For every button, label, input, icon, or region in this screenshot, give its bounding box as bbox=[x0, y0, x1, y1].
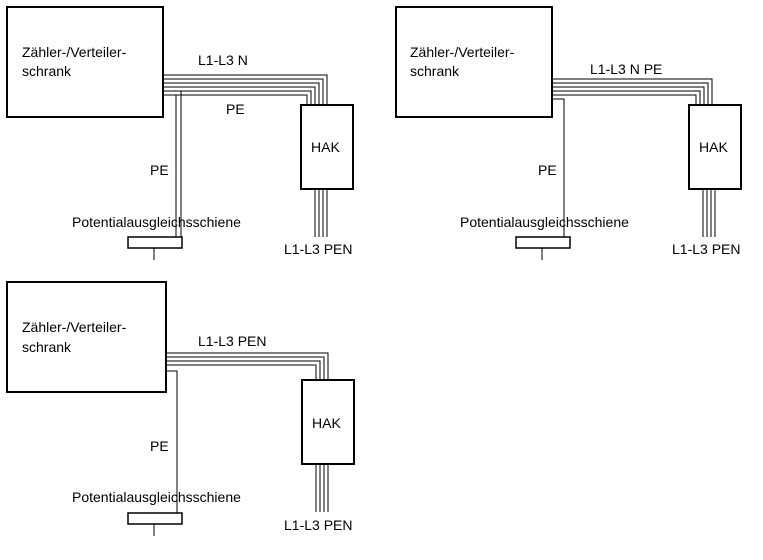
diagram-pen-feed: Zähler-/Verteiler- schrank L1-L3 PEN PE … bbox=[6, 281, 355, 536]
meter-cabinet bbox=[6, 6, 164, 118]
equipotential-busbar bbox=[515, 236, 571, 249]
supply-conductors bbox=[702, 189, 716, 237]
pe-conductor-to-busbar bbox=[552, 98, 565, 237]
busbar-label: Potentialausgleichsschiene bbox=[72, 489, 241, 505]
cabinet-label-line2: schrank bbox=[22, 339, 72, 355]
feed-label: L1-L3 PEN bbox=[198, 333, 266, 349]
diagram-five-wire-feed: Zähler-/Verteiler- schrank L1-L3 N PE PE… bbox=[395, 6, 742, 260]
meter-cabinet bbox=[395, 6, 553, 118]
busbar-label: Potentialausgleichsschiene bbox=[460, 214, 629, 230]
hak-box bbox=[688, 104, 742, 190]
feed-conductors bbox=[552, 78, 713, 105]
equipotential-busbar bbox=[127, 236, 183, 249]
feed-conductors bbox=[166, 352, 329, 380]
supply-conductors bbox=[315, 464, 329, 512]
feed-label: L1-L3 N PE bbox=[590, 61, 662, 77]
pe-side-label: PE bbox=[538, 162, 557, 178]
hak-box bbox=[301, 379, 355, 465]
cabinet-label-line1: Zähler-/Verteiler- bbox=[410, 44, 515, 60]
equipotential-busbar bbox=[127, 512, 183, 525]
diagram-tn-c-s-separate-pe: Zähler-/Verteiler- schrank L1-L3 N PE PE… bbox=[6, 6, 354, 260]
cabinet-label-line1: Zähler-/Verteiler- bbox=[22, 44, 127, 60]
pe-side-label: PE bbox=[150, 162, 169, 178]
busbar-label: Potentialausgleichsschiene bbox=[72, 214, 241, 230]
pe-top-label: PE bbox=[226, 101, 245, 117]
hak-label: HAK bbox=[311, 139, 340, 155]
cabinet-label-line2: schrank bbox=[410, 63, 460, 79]
supply-label: L1-L3 PEN bbox=[284, 517, 352, 533]
pe-side-label: PE bbox=[150, 438, 169, 454]
meter-cabinet bbox=[6, 281, 167, 393]
pe-conductor-to-busbar bbox=[166, 370, 178, 513]
cabinet-label-line2: schrank bbox=[22, 63, 72, 79]
pe-conductor-to-hak bbox=[163, 90, 312, 105]
feed-conductors bbox=[163, 74, 328, 105]
hak-label: HAK bbox=[312, 415, 341, 431]
feed-label: L1-L3 N bbox=[198, 52, 248, 68]
hak-label: HAK bbox=[699, 139, 728, 155]
pe-conductor-to-busbar bbox=[175, 91, 182, 237]
supply-label: L1-L3 PEN bbox=[284, 241, 352, 257]
supply-conductors bbox=[314, 189, 328, 237]
supply-label: L1-L3 PEN bbox=[672, 241, 740, 257]
hak-box bbox=[300, 104, 354, 190]
cabinet-label-line1: Zähler-/Verteiler- bbox=[22, 319, 127, 335]
